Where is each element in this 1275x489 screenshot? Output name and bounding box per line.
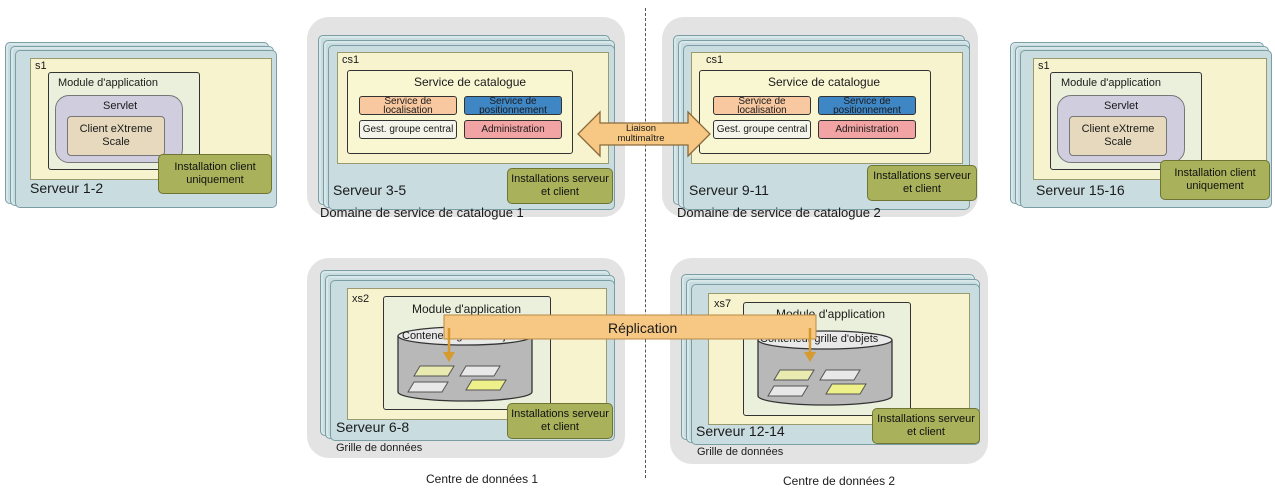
multimaster-link-label: Liaison multimaître (617, 123, 665, 144)
location-service: Service de localisation (713, 96, 811, 115)
jvm-label: s1 (35, 60, 47, 72)
client-install-badge: Installation client uniquement (158, 154, 272, 194)
application-module-title: Module d'application (412, 302, 522, 316)
application-module-title: Module d'application (1061, 77, 1161, 89)
server-name: Serveur 3-5 (333, 182, 407, 198)
jvm-label: xs7 (714, 298, 732, 310)
server-name: Serveur 9-11 (689, 182, 769, 198)
client-install-badge: Installation client uniquement (1160, 160, 1270, 200)
placement-service: Service de positionnement (818, 96, 916, 115)
application-module-title: Module d'application (58, 77, 158, 89)
catalog-domain-label-2: Domaine de service de catalogue 2 (677, 205, 881, 220)
multimaster-link-arrow (577, 110, 711, 158)
jvm-label: s1 (1038, 60, 1050, 72)
server-name: Serveur 6-8 (336, 419, 410, 435)
replication-arrows (443, 314, 817, 362)
placement-service: Service de positionnement (464, 96, 562, 115)
extreme-scale-client: Client eXtreme Scale (67, 116, 165, 156)
server-client-install-badge: Installations serveur et client (872, 408, 980, 444)
catalog-service-title: Service de catalogue (414, 75, 527, 89)
administration-service: Administration (464, 120, 562, 139)
server-name: Serveur 1-2 (30, 180, 104, 196)
catalog-domain-label-1: Domaine de service de catalogue 1 (320, 205, 524, 220)
jvm-label: cs1 (706, 54, 724, 66)
server-name: Serveur 12-14 (696, 423, 785, 439)
server-client-install-badge: Installations serveur et client (507, 403, 613, 439)
administration-service: Administration (818, 120, 916, 139)
data-grid-label-2: Grille de données (697, 446, 784, 458)
jvm-label: xs2 (352, 293, 370, 305)
datacenter-label-2: Centre de données 2 (783, 474, 896, 488)
datacenter-divider (645, 8, 646, 478)
jvm-label: cs1 (342, 54, 360, 66)
server-client-install-badge: Installations serveur et client (867, 165, 977, 201)
core-group-manager: Gest. groupe central (359, 120, 457, 139)
extreme-scale-client: Client eXtreme Scale (1069, 116, 1167, 156)
servlet-label: Servlet (103, 100, 138, 112)
server-client-install-badge: Installations serveur et client (507, 168, 613, 204)
data-grid-label-1: Grille de données (336, 442, 423, 454)
replication-label: Réplication (608, 320, 678, 336)
core-group-manager: Gest. groupe central (713, 120, 811, 139)
datacenter-label-1: Centre de données 1 (426, 472, 539, 486)
object-grid-container-cylinder (757, 330, 893, 406)
catalog-service-title: Service de catalogue (768, 75, 881, 89)
server-name: Serveur 15-16 (1036, 182, 1125, 198)
location-service: Service de localisation (359, 96, 457, 115)
servlet-label: Servlet (1104, 100, 1139, 112)
